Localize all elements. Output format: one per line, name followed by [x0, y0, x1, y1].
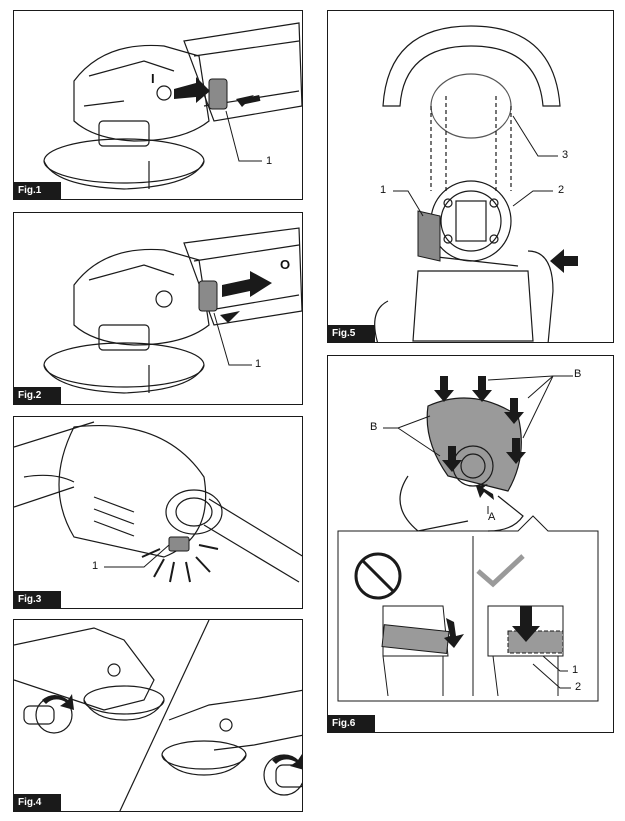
slide-switch-icon	[198, 280, 218, 312]
press-arrow-icon	[504, 398, 524, 424]
checkmark-icon	[476, 554, 525, 588]
press-arrow-icon	[434, 376, 454, 402]
indicator-lamp-illustration	[14, 421, 302, 583]
figure-label: Fig.5	[328, 325, 376, 342]
rotate-arrow-icon	[272, 754, 302, 770]
grinder-switch-off-illustration	[43, 227, 302, 394]
figure-label: Fig.2	[14, 387, 62, 404]
figure-3-panel: 1 Fig.3	[13, 416, 303, 609]
callout-1: 1	[92, 560, 99, 572]
callout-1: 1	[572, 664, 579, 676]
callout-2: 2	[575, 681, 582, 693]
figure-label: Fig.6	[328, 715, 376, 732]
grinder-switch-on-illustration	[43, 22, 302, 190]
callout-b-right: B	[574, 368, 582, 380]
indicator-lamp-icon	[168, 536, 190, 552]
press-arrow-icon	[506, 438, 526, 464]
arrow-left-icon	[174, 77, 210, 103]
callout-1: 1	[380, 184, 387, 196]
callout-2: 2	[558, 184, 565, 196]
figure-4-panel: Fig.4	[13, 619, 303, 812]
slide-switch-icon	[208, 78, 228, 110]
restart-prevention-illustration	[14, 620, 302, 811]
push-arrow-icon	[476, 484, 494, 500]
callout-b-left: B	[370, 421, 378, 433]
callout-3: 3	[562, 149, 569, 161]
figure-6-panel: B B A 1 2 Fig.6	[327, 355, 614, 733]
push-arrow-icon	[220, 311, 240, 323]
callout-1: 1	[266, 155, 273, 167]
figure-1-panel: I 1 Fig.1	[13, 10, 303, 200]
callout-1: 1	[255, 358, 262, 370]
lock-lever-icon	[417, 210, 441, 262]
detail-inset	[337, 515, 599, 702]
rotate-arrow-icon	[42, 694, 74, 710]
figure-2-panel: O 1 Fig.2	[13, 212, 303, 405]
divider-line	[119, 620, 210, 811]
press-arrow-icon	[442, 446, 462, 472]
wheel-guard	[426, 397, 522, 492]
figure-label: Fig.4	[14, 794, 62, 811]
figure-label: Fig.1	[14, 182, 62, 199]
wheel-guard-press-illustration	[337, 375, 599, 702]
arrow-right-icon	[222, 271, 272, 297]
figure-5-panel: 1 2 3 Fig.5	[327, 10, 614, 343]
press-arrow-icon	[472, 376, 492, 402]
arrow-left-icon	[550, 249, 578, 273]
press-arrow-icon	[512, 606, 540, 642]
wheel-guard	[382, 25, 561, 107]
callout-a: A	[488, 511, 496, 523]
switch-off-symbol: O	[280, 257, 291, 272]
lamp-rays-icon	[141, 544, 219, 583]
figure-label: Fig.3	[14, 591, 62, 608]
switch-on-symbol: I	[151, 71, 155, 86]
press-arrow-icon	[444, 618, 464, 648]
wheel-guard-install-illustration	[374, 25, 578, 342]
prohibited-icon	[354, 552, 402, 600]
